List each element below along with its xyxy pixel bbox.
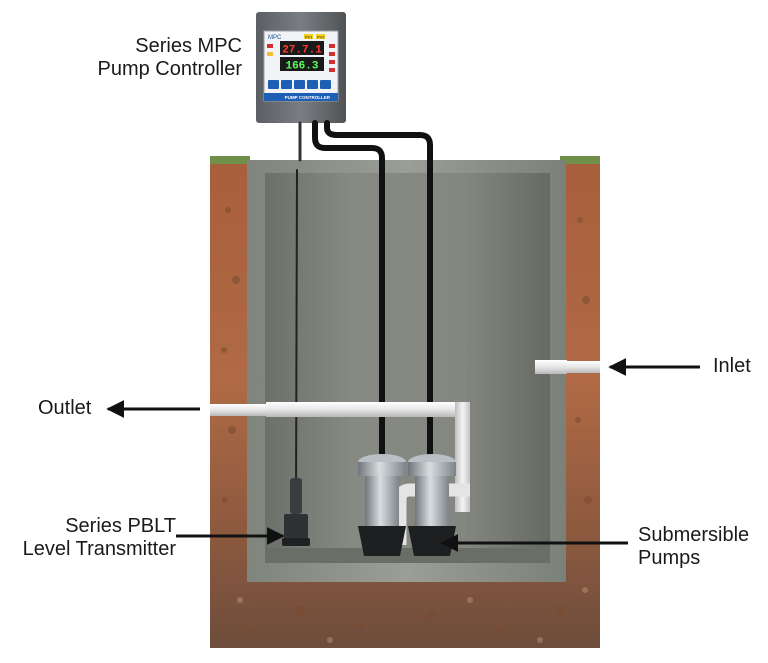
pump-2	[408, 454, 456, 556]
submersible-pumps	[358, 454, 456, 556]
level-transmitter	[282, 478, 310, 546]
pumps-label: Submersible Pumps	[638, 524, 749, 570]
inlet-label-text: Inlet	[713, 355, 751, 377]
display-bottom: 166.3	[285, 61, 318, 73]
badge-pv1: PV1	[305, 35, 313, 40]
inlet-label: Inlet	[713, 355, 751, 378]
transmitter-label-line2: Level Transmitter	[22, 538, 176, 560]
outlet-label-text: Outlet	[38, 397, 92, 419]
badge-pv2: PV2	[317, 35, 325, 40]
transmitter-label-line1: Series PBLT	[65, 515, 176, 537]
outlet-label: Outlet	[38, 397, 91, 420]
controller-logo: MPC	[268, 35, 282, 41]
controller-unit: MPC PV1 PV2 27.7.1 166.3 PUMP CONTROLLER	[256, 12, 346, 123]
piping	[210, 360, 600, 545]
callout-arrows	[106, 358, 700, 552]
controller-label-line2: Pump Controller	[97, 58, 242, 80]
cables	[295, 120, 433, 501]
pumps-label-line1: Submersible	[638, 524, 750, 546]
controller-label: Series MPC Pump Controller	[72, 35, 242, 81]
pumps-label-line2: Pumps	[638, 547, 701, 569]
controller-footer: PUMP CONTROLLER	[285, 95, 331, 100]
display-top: 27.7.1	[282, 45, 322, 57]
transmitter-label: Series PBLT Level Transmitter	[0, 515, 176, 561]
controller-label-line1: Series MPC	[135, 35, 242, 57]
pump-1	[358, 454, 406, 556]
